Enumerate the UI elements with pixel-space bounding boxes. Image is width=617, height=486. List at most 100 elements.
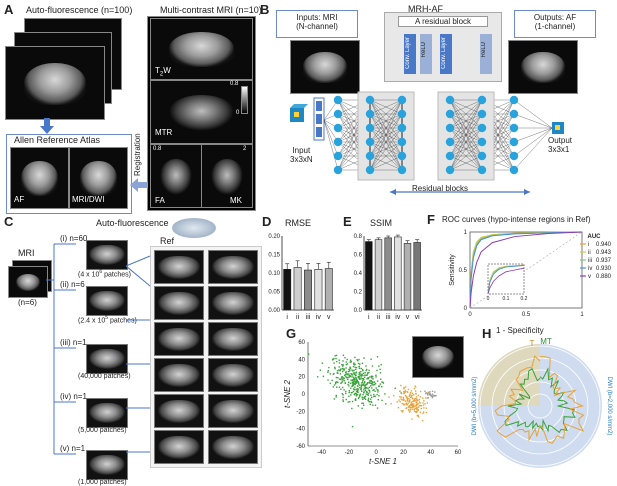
tsne-point	[407, 391, 409, 393]
y-tick-label: 0.8	[354, 234, 363, 240]
tsne-point	[342, 370, 344, 373]
tsne-point	[411, 403, 414, 406]
tsne-point	[404, 394, 407, 397]
tsne-point	[356, 390, 358, 393]
tsne-point	[359, 374, 361, 376]
tsne-point	[348, 368, 350, 371]
registration-label: Registration	[133, 133, 142, 177]
network-node	[365, 137, 375, 147]
tsne-point	[366, 378, 368, 380]
tsne-point	[336, 372, 338, 374]
tsne-point	[370, 376, 373, 378]
tsne-point	[339, 378, 342, 381]
x-tick-label: ii	[377, 314, 381, 321]
tsne-point	[381, 399, 383, 402]
tsne-point	[416, 409, 418, 411]
tsne-point	[351, 384, 354, 387]
network-node	[509, 95, 519, 105]
x-tick-label: i	[286, 314, 288, 321]
radar-sector	[478, 344, 540, 406]
tsne-point	[435, 395, 437, 397]
c-row-image	[86, 344, 128, 374]
tsne-point	[361, 362, 364, 365]
ref-grid-slice	[154, 394, 204, 428]
tsne-point	[408, 408, 410, 411]
tsne-point	[360, 370, 362, 373]
input-label: Input 3x3xN	[290, 146, 313, 164]
mk-label: MK	[230, 196, 242, 205]
tsne-point	[357, 397, 360, 400]
legend-auc: 0.930	[596, 266, 612, 272]
tsne-point	[355, 376, 357, 379]
bar	[314, 268, 323, 311]
tsne-point	[400, 398, 402, 400]
tsne-point	[355, 392, 357, 395]
tsne-point	[405, 402, 408, 404]
y-tick-label: 0.20	[268, 234, 280, 240]
c-row-patches: (1,000 patches)	[78, 479, 127, 486]
tsne-point	[366, 372, 369, 374]
tsne-point	[419, 396, 422, 398]
tsne-point	[368, 389, 371, 392]
tsne-point	[377, 391, 379, 393]
tsne-point	[359, 372, 361, 375]
network-node	[477, 165, 487, 175]
tsne-point	[342, 365, 344, 367]
tsne-point	[371, 381, 374, 384]
tsne-point	[357, 362, 360, 365]
tsne-point	[359, 386, 361, 389]
y-tick-label: 40	[298, 357, 305, 363]
tsne-point	[360, 374, 363, 376]
tsne-point	[365, 386, 368, 389]
tsne-point	[350, 360, 352, 363]
c-row-label: (i) n=60	[60, 234, 88, 243]
tsne-point	[415, 400, 417, 402]
radar-ring	[527, 393, 553, 419]
bar	[324, 268, 333, 311]
tsne-point	[349, 367, 352, 369]
tsne-point	[327, 371, 329, 373]
tsne-point	[366, 383, 368, 385]
tsne-point	[424, 390, 426, 392]
residual-block-bg-2	[437, 91, 495, 181]
tsne-point	[331, 379, 333, 382]
inset-x-tick: 0.1	[503, 296, 510, 302]
fa-scale-max: 0.8	[153, 146, 162, 152]
tsne-point	[357, 377, 360, 379]
c-row-image	[86, 286, 128, 316]
mt-label: MT	[540, 337, 552, 346]
tsne-point	[424, 392, 427, 395]
left-arrow-icon	[130, 178, 148, 197]
tsne-point	[355, 393, 358, 396]
tsne-point	[346, 358, 348, 361]
tsne-point	[354, 392, 356, 395]
tsne-point	[351, 369, 353, 371]
tsne-point	[356, 381, 358, 384]
tsne-point	[424, 403, 426, 405]
bar	[304, 269, 312, 311]
tsne-point	[362, 369, 364, 372]
tsne-point	[352, 381, 355, 383]
tsne-point	[343, 369, 346, 371]
tsne-point	[352, 390, 355, 393]
tsne-point	[381, 385, 383, 388]
down-arrow-icon	[40, 118, 54, 139]
tsne-point	[413, 405, 415, 408]
tsne-point	[403, 404, 405, 406]
tsne-point	[417, 406, 420, 408]
tsne-point	[402, 399, 405, 401]
tsne-point	[417, 403, 419, 405]
tsne-point	[327, 370, 329, 372]
c-row-label: (v) n=1	[60, 444, 86, 453]
tsne-point	[351, 379, 354, 382]
tsne-point	[354, 398, 357, 400]
tsne-point	[336, 360, 338, 363]
tsne-point	[374, 395, 376, 397]
tsne-point	[329, 373, 332, 375]
roc-curve	[469, 231, 583, 309]
tsne-point	[414, 386, 417, 388]
tsne-point	[370, 358, 372, 360]
tsne-point	[357, 405, 360, 407]
y-tick-label: -20	[296, 409, 305, 415]
